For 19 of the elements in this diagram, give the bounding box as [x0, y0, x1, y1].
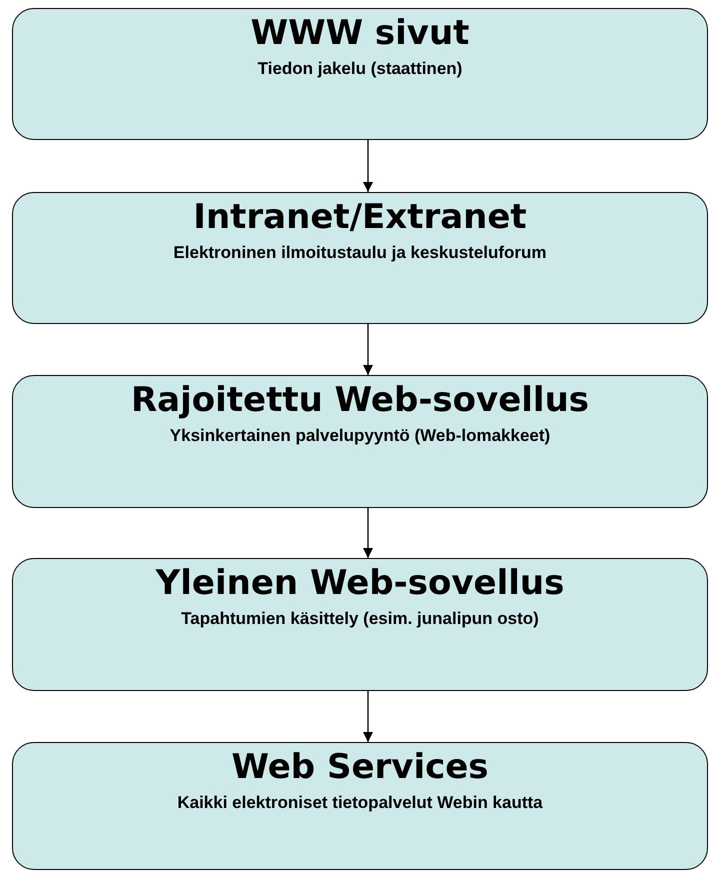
box-subtitle: Kaikki elektroniset tietopalvelut Webin kautta: [177, 793, 543, 813]
box-title: Yleinen Web-sovellus: [156, 563, 564, 603]
arrow: [363, 508, 373, 558]
box-title: Intranet/Extranet: [193, 197, 527, 237]
box-subtitle: Tapahtumien käsittely (esim. junalipun osto): [181, 609, 539, 629]
box-title: Rajoitettu Web-sovellus: [130, 380, 590, 420]
process-box: [12, 558, 708, 691]
box-subtitle: Yksinkertainen palvelupyyntö (Web-lomakkeet): [170, 426, 550, 446]
box-subtitle: Tiedon jakelu (staattinen): [258, 59, 462, 79]
process-box: [12, 192, 708, 324]
process-box: [12, 742, 708, 870]
arrow: [363, 140, 373, 192]
arrow: [363, 324, 373, 375]
box-title: WWW sivut: [250, 13, 470, 53]
process-box: [12, 8, 708, 140]
box-title: Web Services: [231, 747, 489, 787]
process-box: [12, 375, 708, 508]
arrow: [363, 691, 373, 742]
box-subtitle: Elektroninen ilmoitustaulu ja keskusteluforum: [173, 243, 547, 263]
